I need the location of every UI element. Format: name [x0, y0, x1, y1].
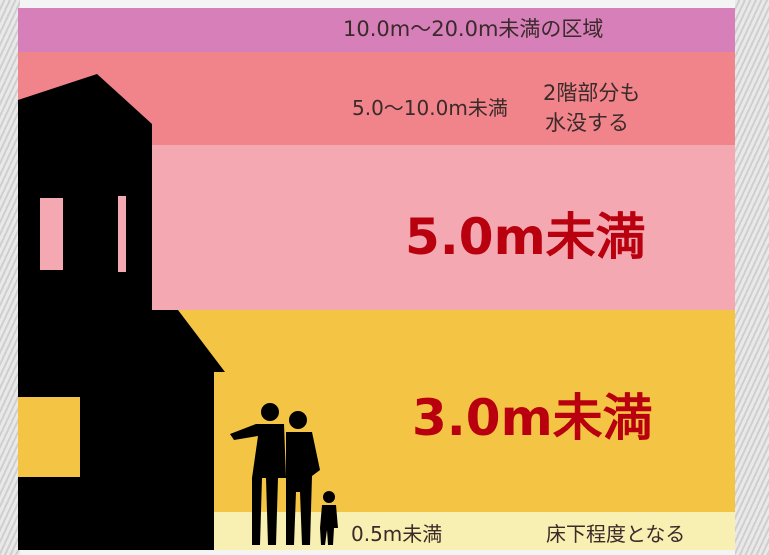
zone-label-under-5m: 5.0m未満 — [405, 208, 646, 266]
zone-label-10-20m: 10.0m～20.0m未満の区域 — [343, 17, 604, 41]
zone-label-under-3m: 3.0m未満 — [412, 389, 653, 447]
zone-band-10-20m — [18, 8, 735, 52]
zone-note-line1: 2階部分も — [543, 81, 641, 105]
zone-note-line2: 水没する — [545, 111, 629, 135]
zone-label-under-0-5m: 0.5m未満 — [351, 522, 443, 546]
background-map-right — [735, 0, 769, 555]
zone-note-under-0-5m: 床下程度となる — [546, 522, 686, 546]
background-map-left — [0, 0, 20, 555]
zone-label-5-10m: 5.0～10.0m未満 — [352, 96, 508, 120]
